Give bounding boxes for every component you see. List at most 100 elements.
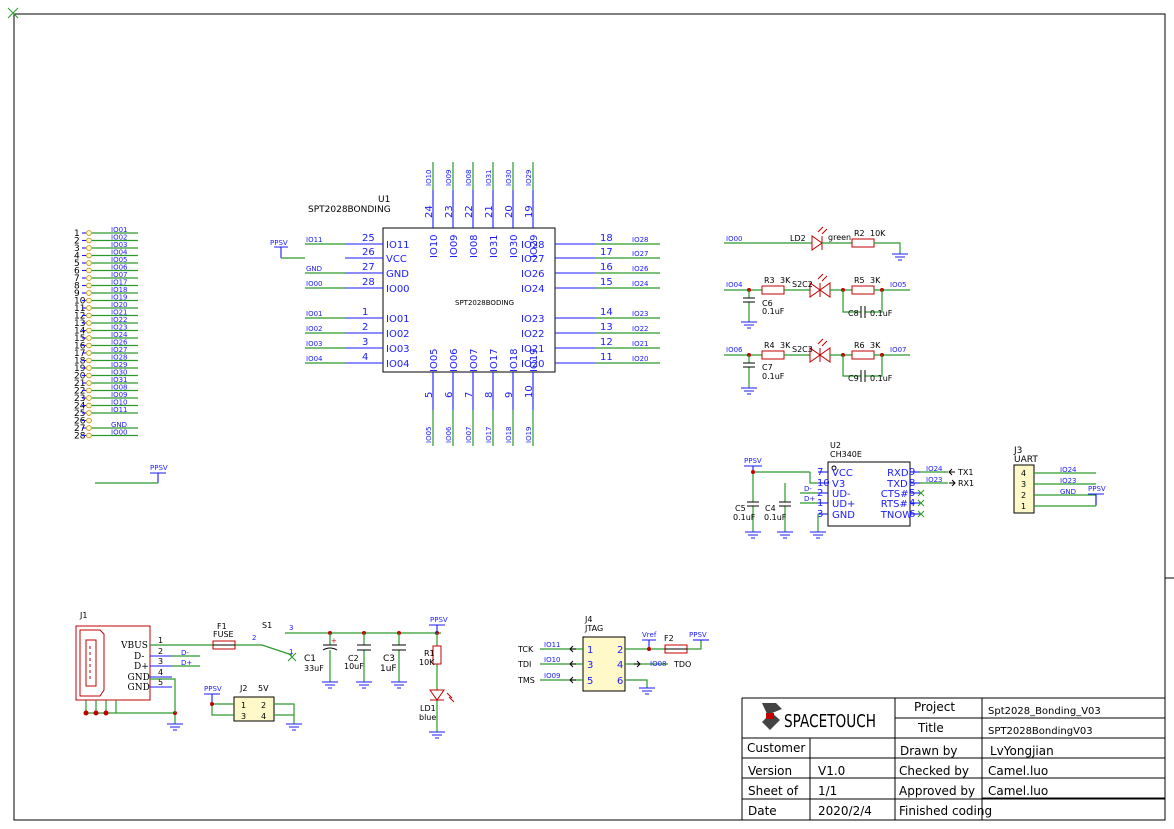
r1-ref: R1 [424, 649, 435, 658]
u2-signal-label: TX1 [957, 468, 973, 477]
header-net-label: IO31 [111, 376, 127, 384]
title-block: SPACETOUCH Project Spt2028_Bonding_V03 T… [741, 697, 1165, 820]
header-ppsv-power: PPSV [95, 464, 168, 484]
checked-value: Camel.luo [988, 764, 1048, 778]
date-value: 2020/2/4 [818, 804, 872, 818]
u2-pin-number: 6 [909, 509, 915, 520]
no-connect-icon [917, 499, 925, 507]
s1-pin2: 2 [252, 634, 256, 642]
u1-pin-number: 12 [600, 337, 613, 348]
c1-ref: C1 [304, 654, 316, 664]
r6-ref: R6 [854, 341, 865, 350]
header-net-label: IO08 [111, 384, 127, 392]
u2-pin-name: UD+ [832, 499, 855, 510]
u1-pin-number: 18 [600, 233, 613, 244]
u1-pin-name: IO20 [521, 359, 545, 370]
header-net-label: IO09 [111, 391, 127, 399]
header-pin-number: 10 [74, 297, 86, 307]
j2-connector: J2 5V 1 2 3 4 PPSV [204, 684, 302, 731]
j3-value: UART [1014, 455, 1038, 465]
u1-net-label: IO18 [505, 427, 513, 443]
u1-pin-number: 6 [444, 392, 455, 398]
u1-pin-number: 7 [464, 392, 475, 398]
header-pin-icon [86, 410, 92, 416]
u1-ppsv-power: PPSV [270, 239, 305, 259]
drawn-value: LvYongjian [990, 744, 1054, 758]
header-pin-number: 17 [74, 349, 85, 359]
u1-pin-number: 23 [444, 205, 455, 218]
header-net-label: IO30 [111, 369, 127, 377]
u1-net-label: IO22 [632, 325, 648, 333]
j4-net-label: IO08 [650, 660, 666, 668]
arrow-left-icon [948, 468, 955, 476]
r2-value: 10K [870, 229, 886, 238]
header-pin-number: 27 [74, 424, 85, 434]
header-pin-icon [86, 350, 92, 356]
u2-pin-number: 1 [817, 498, 823, 509]
status-value: Finished coding [899, 804, 992, 818]
header-net-label: GND [111, 421, 127, 429]
u1-pin-number: 22 [464, 205, 475, 218]
u1-pin-name: VCC [386, 254, 407, 265]
c6-ref: C6 [762, 299, 773, 308]
r1-value: 10K [419, 658, 435, 667]
header-pin-icon [86, 365, 92, 371]
u1-pin-number: 14 [600, 307, 613, 318]
header-pin-number: 24 [74, 402, 86, 412]
u1-pin-number: 13 [600, 322, 613, 333]
u2-pin-number: 8 [909, 478, 915, 489]
s2c2-ref: S2C2 [792, 280, 813, 289]
j4-signal-label: TDI [517, 660, 531, 669]
s2c2-out-net: IO05 [890, 281, 906, 289]
header-pin-icon [86, 252, 92, 259]
usb-pin-number: 3 [158, 657, 163, 666]
header-net-label: IO17 [111, 279, 127, 287]
version-value: V1.0 [818, 764, 845, 778]
spacetouch-logo: SPACETOUCH [762, 703, 876, 732]
j2-value: 5V [258, 684, 269, 693]
j4-signal-label: TCK [517, 645, 534, 654]
j3-ppsv: PPSV [1088, 485, 1106, 505]
s2c2-in-net: IO04 [726, 281, 743, 289]
header-pin-icon [86, 237, 92, 244]
c5-value: 0.1uF [733, 513, 756, 522]
s1-ref: S1 [262, 621, 272, 630]
u1-pin-number: 15 [600, 277, 613, 288]
header-net-label: IO07 [111, 271, 127, 279]
u1-pin-name: IO31 [489, 234, 500, 258]
c7-value: 0.1uF [762, 372, 785, 381]
j4-jtag: J4 JTAG Vref F2 PPSV [582, 615, 709, 695]
u1-chip: U1 SPT2028BONDING SPT2028BODING [308, 195, 556, 373]
arrow-right-icon [949, 479, 956, 487]
u1-top-pins: 24IO10IO1023IO09IO0922IO08IO0821IO31IO31… [424, 162, 540, 258]
header-net-label: IO03 [111, 241, 127, 249]
u1-net-label: IO24 [632, 280, 649, 288]
s1-pin3: 3 [289, 624, 293, 632]
u1-net-label: IO04 [306, 355, 323, 363]
u1-net-label: IO02 [306, 325, 322, 333]
u1-pin-name: IO11 [386, 240, 410, 251]
r5-ref: R5 [854, 276, 865, 285]
u1-pin-number: 5 [424, 392, 435, 398]
header-pin-icon [86, 290, 92, 296]
header-net-label: IO23 [111, 324, 127, 332]
u2-pin-number: 10 [817, 478, 830, 489]
header-pin-icon [86, 312, 92, 319]
u2-pin-name: RXD [887, 468, 909, 479]
u1-pin-number: 2 [362, 322, 368, 333]
c2-ref: C2 [348, 654, 359, 663]
header-net-label: IO22 [111, 316, 127, 324]
u2-pin-number: 2 [817, 488, 823, 499]
u1-pin-name: IO22 [521, 329, 545, 340]
header-net-label: IO11 [111, 406, 127, 414]
r3-value: 3K [780, 276, 791, 285]
u1-net-label: IO27 [632, 250, 648, 258]
usb-pin-number: 2 [158, 647, 163, 656]
header-net-label: IO26 [111, 339, 128, 347]
j4-ref: J4 [584, 615, 592, 624]
title-value: SPT2028BondingV03 [988, 726, 1093, 737]
u2-pin-name: VCC [832, 468, 853, 479]
u1-pin-name: IO26 [521, 269, 545, 280]
u1-pin-name: IO06 [449, 348, 460, 372]
